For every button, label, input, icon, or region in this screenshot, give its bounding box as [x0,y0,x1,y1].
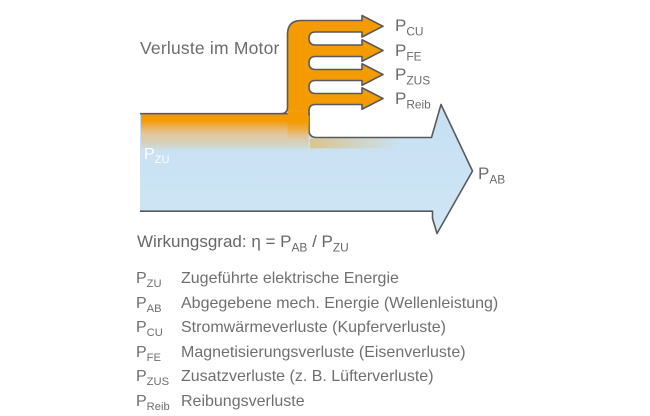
loss-label-pcu-sub: CU [406,24,424,39]
legend-row-pcu: PCU Stromwärmeverluste (Kupferverluste) [136,319,446,340]
loss-gradient-band [141,114,309,151]
legend-symbol: PZUS [136,368,170,389]
legend-row-pab: PAB Abgegebene mech. Energie (Wellenleist… [136,294,499,315]
input-power-label: PZU [144,146,170,167]
legend-symbol: PCU [136,319,163,340]
legend-row-pzus: PZUS Zusatzverluste (z. B. Lüfterverluste… [136,368,434,389]
legend-symbol: PAB [136,294,162,315]
loss-label-pcu: PCU [395,16,424,39]
legend-description: Zusatzverluste (z. B. Lüfterverluste) [181,368,434,385]
legend-description: Magnetisierungsverluste (Eisenverluste) [181,343,466,361]
losses-comb [287,15,383,140]
loss-label-pzus-sub: ZUS [406,72,431,87]
legend-description: Stromwärmeverluste (Kupferverluste) [181,319,446,336]
legend-description: Zugeführte elektrische Energie [181,270,399,287]
input-power-sub: ZU [154,154,170,167]
legend-row-pzu: PZU Zugeführte elektrische Energie [136,270,399,291]
legend-symbol: PZU [136,270,162,291]
loss-gradient-tail [310,138,400,149]
efficiency-formula: Wirkungsgrad: η = PAB / PZU [137,232,349,255]
diagram-title: Verluste im Motor [140,38,280,58]
loss-label-pfe: PFE [395,40,422,63]
loss-label-preib-sub: Reib [406,96,431,111]
legend-row-preib: PReib Reibungsverluste [136,392,305,413]
losses-comb-outline [280,14,384,116]
legend-row-pfe: PFE Magnetisierungsverluste (Eisenverlust… [136,343,466,364]
output-power-label: PAB [478,164,506,187]
legend-description: Abgegebene mech. Energie (Wellenleistung… [181,294,499,312]
legend-symbol: PFE [136,343,161,364]
output-power-sub: AB [489,172,506,187]
loss-label-pzus: PZUS [395,64,431,87]
loss-label-preib: PReib [395,88,431,111]
loss-label-pfe-sub: FE [406,48,422,63]
legend-description: Reibungsverluste [181,392,305,410]
legend-symbol: PReib [136,392,170,413]
